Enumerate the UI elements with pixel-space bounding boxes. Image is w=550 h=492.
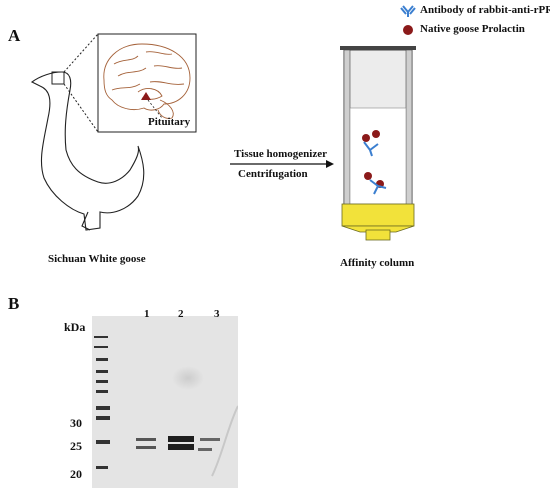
western-blot — [92, 316, 238, 488]
legend-icons — [400, 5, 416, 35]
process-step-1-label: Tissue homogenizer — [234, 148, 327, 160]
marker-25-label: 25 — [70, 439, 82, 453]
antibody-icon — [400, 5, 416, 17]
lane-label-3: 3 — [214, 308, 220, 320]
lane-3-bands — [198, 438, 220, 451]
column-caption: Affinity column — [340, 257, 415, 269]
bound-complex-2 — [364, 172, 387, 195]
affinity-column — [340, 46, 416, 241]
prolactin-dot-icon — [403, 25, 413, 35]
legend-prolactin-label: Native goose Prolactin — [420, 23, 525, 35]
lane-label-1: 1 — [144, 308, 150, 320]
zoom-line-bottom — [63, 83, 99, 133]
lane-1-bands — [136, 438, 156, 449]
zoom-line-top — [63, 33, 99, 73]
process-arrow-head — [326, 160, 334, 168]
goose-leg — [81, 211, 91, 231]
bound-complex-1 — [362, 130, 380, 157]
pituitary-label: Pituitary — [148, 116, 191, 128]
lane-2-bands — [168, 436, 194, 450]
marker-20-label: 20 — [70, 467, 82, 481]
goose-caption: Sichuan White goose — [48, 253, 146, 265]
marker-30-label: 30 — [70, 416, 82, 430]
panel-a-label: A — [8, 26, 21, 45]
goose-outline — [30, 71, 145, 231]
brain-box — [97, 33, 197, 133]
ladder-lane — [94, 336, 110, 469]
blot-bands — [94, 336, 238, 477]
legend-antibody-label: Antibody of rabbit-anti-rPRL — [420, 4, 550, 16]
lane-label-2: 2 — [178, 308, 184, 320]
panel-b-label: B — [8, 294, 20, 313]
process-step-2-label: Centrifugation — [238, 168, 308, 180]
legend: Antibody of rabbit-anti-rPRL Native goos… — [398, 2, 550, 42]
kda-label: kDa — [64, 320, 86, 334]
pituitary-marker — [141, 92, 151, 100]
head-zoom-box — [51, 71, 65, 85]
